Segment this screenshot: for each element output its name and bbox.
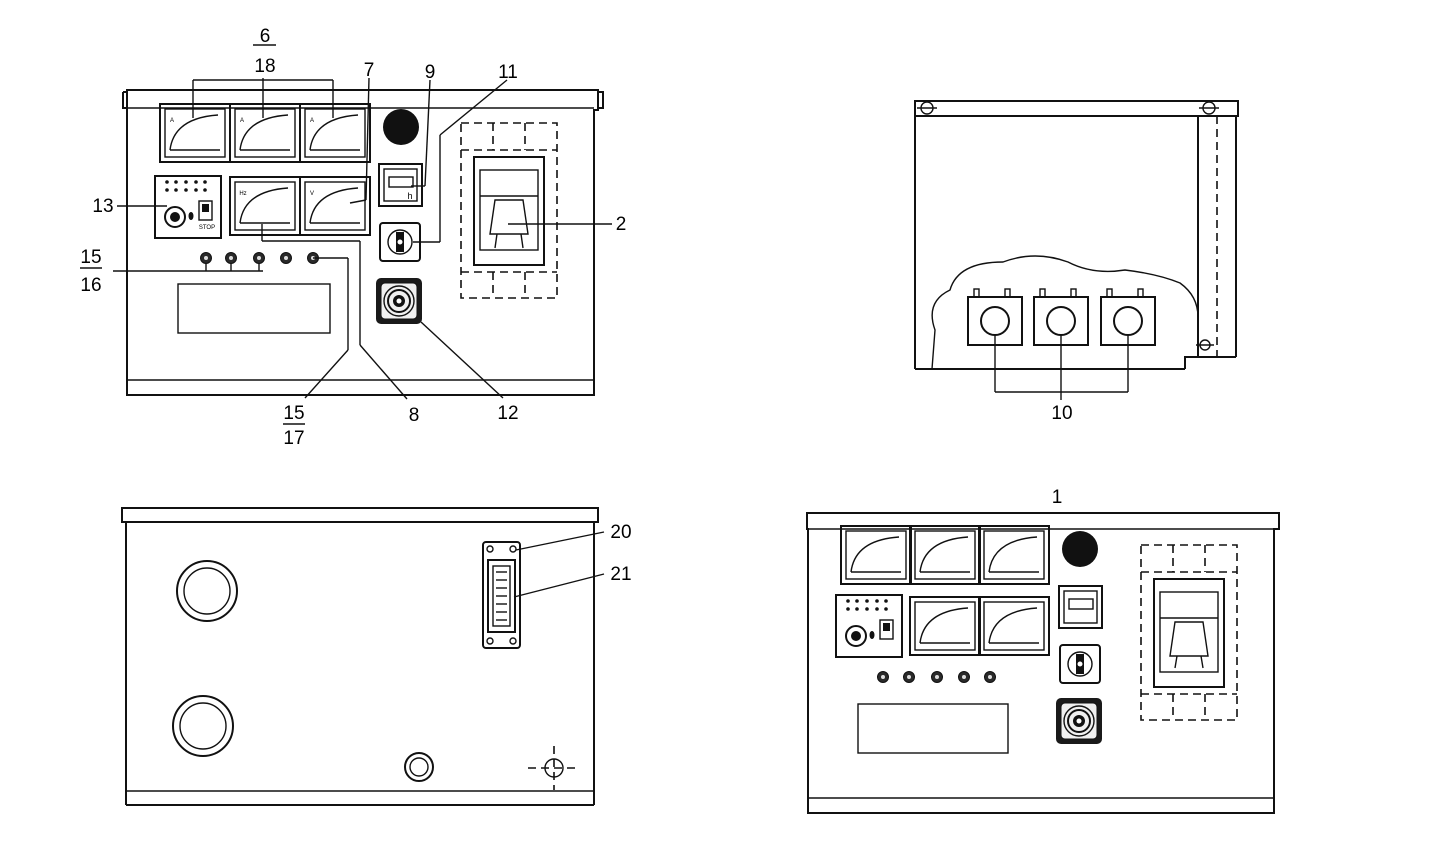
v1-indicator-lamp-1: [877, 671, 889, 683]
callout-8: 8: [409, 405, 420, 426]
callout-7: 7: [364, 60, 375, 81]
callout-15-upper: 15: [80, 247, 101, 268]
callout-1: 1: [1052, 487, 1063, 508]
meter-letter-a2: A: [240, 118, 244, 124]
key-switch-module: STOP: [154, 175, 222, 239]
rear-panel: 20 21: [121, 507, 632, 806]
callout-17: 17: [283, 428, 304, 449]
frequency-meter: [229, 176, 301, 236]
stop-text: STOP: [199, 225, 215, 231]
indicator-lamp-4: [280, 252, 292, 264]
callout-6: 6: [260, 26, 271, 47]
meter-letter-hz: Hz: [239, 191, 246, 197]
callout-18: 18: [254, 56, 275, 77]
label-plate: [177, 283, 331, 334]
callout-15-lower: 15: [283, 403, 304, 424]
hour-counter: [378, 163, 423, 207]
v1-socket: [1056, 698, 1102, 744]
callout-11: 11: [498, 62, 518, 83]
callout-9: 9: [425, 62, 436, 83]
meter-letter-a3: A: [310, 118, 314, 124]
v1-indicator-lamp-5: [984, 671, 996, 683]
meter-letter-a1: A: [170, 118, 174, 124]
callout-21: 21: [610, 564, 631, 585]
callout-12: 12: [497, 403, 518, 424]
indicator-lamp-3: [253, 252, 265, 264]
ammeter-1: [159, 103, 231, 163]
v1-indicator-lamp-2: [903, 671, 915, 683]
v1-hour-counter: [1058, 585, 1103, 629]
front-panel-view-1: 1: [806, 487, 1280, 814]
main-breaker: [460, 122, 558, 299]
callout-13: 13: [92, 196, 113, 217]
callout-16: 16: [80, 275, 101, 296]
cutaway-view: 10: [914, 100, 1239, 424]
voltmeter: [299, 176, 371, 236]
indicator-lamp-2: [225, 252, 237, 264]
v1-warning-lamp: [1062, 531, 1098, 567]
v1-main-breaker: [1140, 544, 1238, 721]
v1-indicator-lamp-4: [958, 671, 970, 683]
front-panel-annotated: STOP: [80, 26, 626, 449]
v1-key-switch-module: [835, 594, 903, 658]
v1-ammeter-1: [840, 525, 912, 585]
v1-indicator-lamp-3: [931, 671, 943, 683]
meter-letter-h: h: [407, 191, 412, 201]
v1-ammeter-2: [909, 525, 981, 585]
v1-frequency-meter: [909, 596, 981, 656]
indicator-lamp-1: [200, 252, 212, 264]
socket: [376, 278, 422, 324]
meter-letters: A A A Hz V h: [170, 118, 413, 201]
ammeter-2: [229, 103, 301, 163]
callout-10: 10: [1051, 403, 1072, 424]
v1-selector-switch: [1059, 644, 1101, 684]
warning-lamp: [383, 109, 419, 145]
callout-2: 2: [616, 214, 627, 235]
meter-letter-v: V: [310, 191, 314, 197]
callout-20: 20: [610, 522, 631, 543]
ammeter-3: [299, 103, 371, 163]
v1-voltmeter: [978, 596, 1050, 656]
v1-ammeter-3: [978, 525, 1050, 585]
v1-label-plate: [857, 703, 1009, 754]
multipin-connector: [482, 541, 521, 649]
